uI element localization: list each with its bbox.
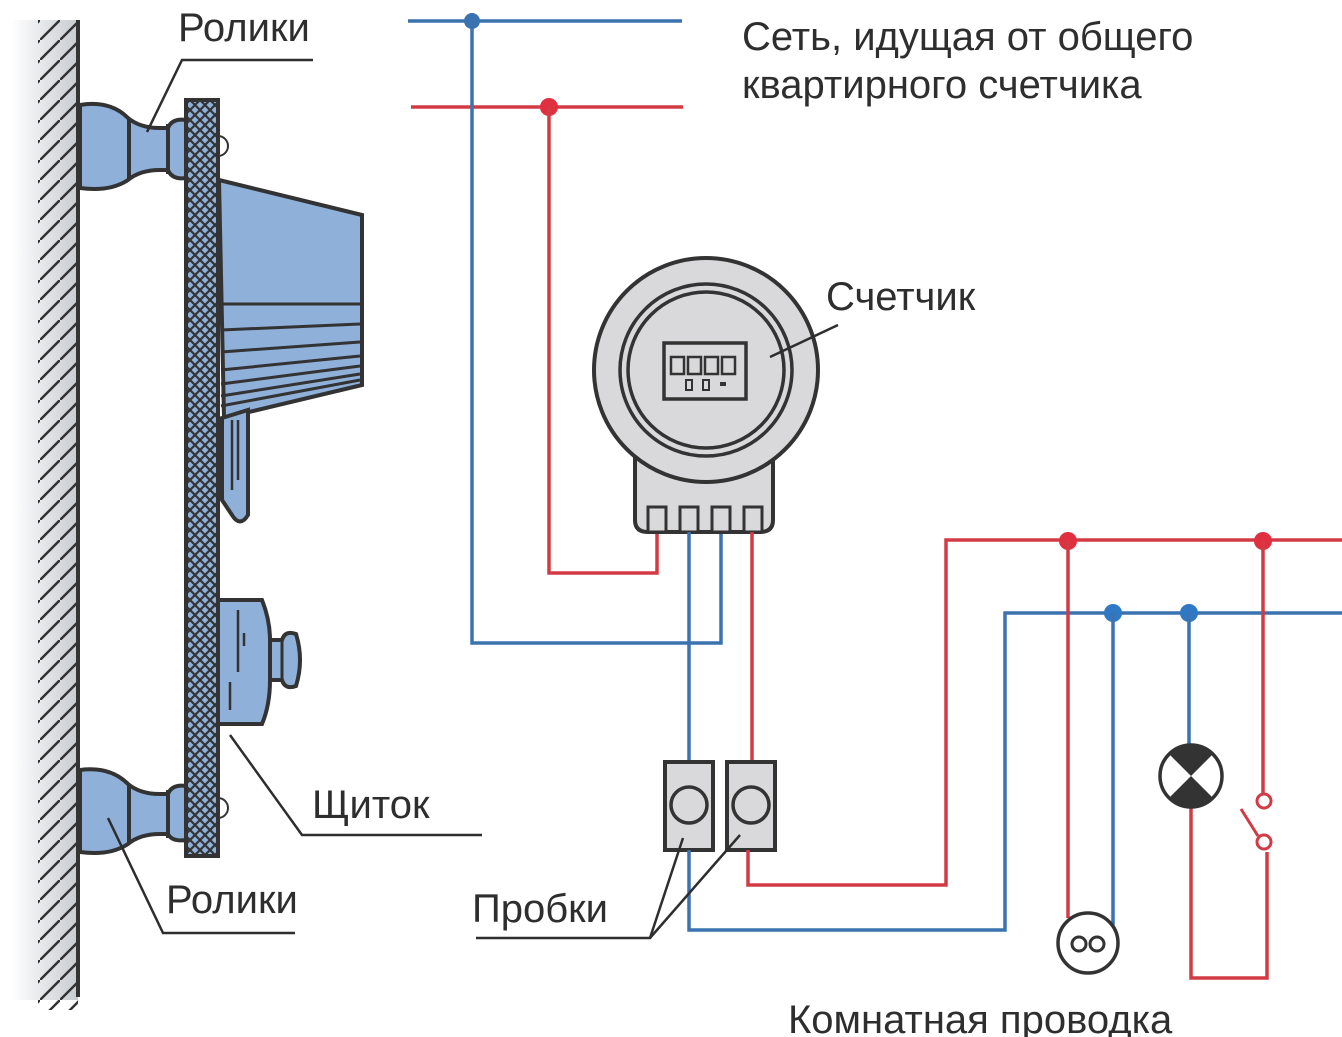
label-panel: Щиток xyxy=(312,783,430,827)
label-fuses: Пробки xyxy=(472,887,608,931)
fuse-neutral xyxy=(663,760,715,852)
wall xyxy=(12,20,80,1010)
label-rollers-top: Ролики xyxy=(178,6,310,50)
label-network-line1: Сеть, идущая от общего xyxy=(742,15,1193,59)
lamp-icon xyxy=(1158,743,1224,809)
switch-icon xyxy=(1239,792,1273,851)
leader-lines xyxy=(106,58,839,940)
label-meter: Счетчик xyxy=(826,275,976,319)
label-rollers-bottom: Ролики xyxy=(166,878,298,922)
incoming-wires xyxy=(408,13,723,645)
fuse-phase xyxy=(725,760,777,852)
fuse-holder-side-view xyxy=(216,598,302,726)
electricity-meter xyxy=(592,256,820,534)
roller-insulator-bottom xyxy=(78,767,229,855)
meter-side-view xyxy=(216,177,364,524)
label-network-line2: квартирного счетчика xyxy=(742,63,1142,107)
socket-icon xyxy=(1056,911,1120,975)
mounting-panel xyxy=(184,98,220,858)
label-room-wiring: Комнатная проводка xyxy=(788,998,1173,1037)
room-wiring xyxy=(687,532,1342,980)
meter-terminals xyxy=(646,505,764,534)
